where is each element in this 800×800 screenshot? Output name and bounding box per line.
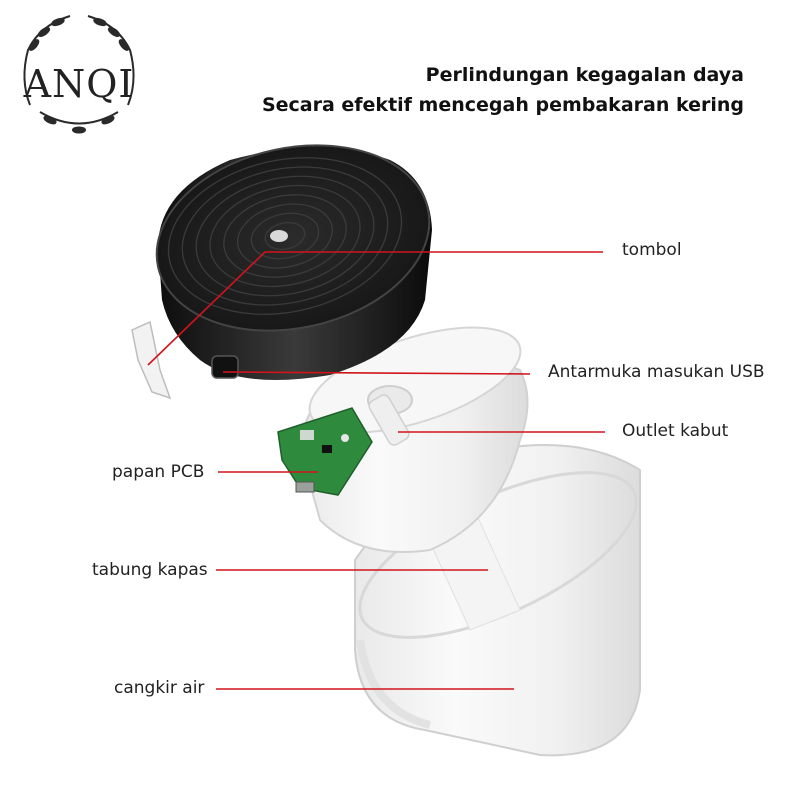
label-mist-outlet: Outlet kabut	[622, 421, 729, 441]
leader-line-usb	[222, 371, 531, 375]
headline-line-2: Secara efektif mencegah pembakaran kerin…	[261, 94, 744, 116]
clip-piece	[131, 320, 172, 400]
leader-line-tombol	[147, 251, 603, 366]
label-water-cup: cangkir air	[114, 678, 205, 698]
middle-housing	[296, 326, 529, 553]
label-pcb-board: papan PCB	[112, 462, 205, 482]
logo-wreath	[23, 15, 135, 134]
black-cap	[155, 144, 432, 380]
label-cotton-tube: tabung kapas	[92, 560, 208, 580]
brand-logo-text: ANQI	[23, 62, 135, 106]
pcb-board	[277, 407, 373, 496]
label-usb-input: Antarmuka masukan USB	[548, 362, 765, 382]
label-tombol: tombol	[622, 240, 682, 260]
brand-logo: ANQI	[14, 14, 144, 149]
headline-line-1: Perlindungan kegagalan daya	[425, 64, 744, 86]
